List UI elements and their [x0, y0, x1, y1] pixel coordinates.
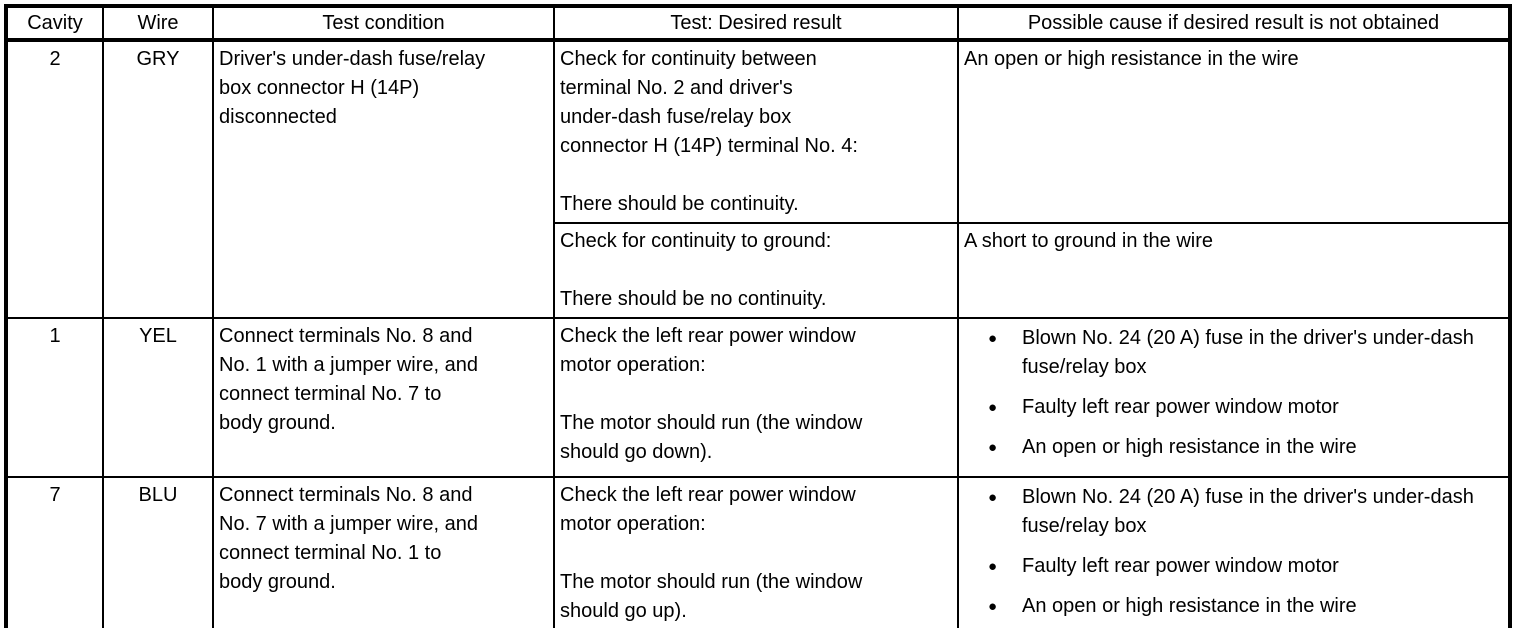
column-header-cavity: Cavity [5, 5, 104, 42]
test-condition-text: Connect terminals No. 8 and No. 7 with a… [219, 484, 479, 593]
desired-result-text: Check the left rear power window motor o… [560, 484, 863, 622]
desired-result-text: Check the left rear power window motor o… [560, 325, 863, 463]
bullet-icon: ● [988, 489, 998, 506]
desired-result-cell: Check for continuity between terminal No… [553, 39, 959, 224]
wire-cell: YEL [102, 317, 214, 478]
possible-cause-text: A short to ground in the wire [964, 230, 1214, 252]
wire-cell: BLU [102, 476, 214, 628]
test-condition-cell: Connect terminals No. 8 and No. 1 with a… [212, 317, 555, 478]
desired-result-cell: Check the left rear power window motor o… [553, 476, 959, 628]
desired-result-cell: Check for continuity to ground: There sh… [553, 222, 959, 319]
list-item: ● An open or high resistance in the wire [984, 433, 1503, 462]
possible-cause-list: ● Blown No. 24 (20 A) fuse in the driver… [964, 322, 1503, 462]
list-item: ● Faulty left rear power window motor [984, 393, 1503, 422]
cavity-cell: 1 [5, 317, 104, 478]
desired-result-cell: Check the left rear power window motor o… [553, 317, 959, 478]
header-row: Cavity Wire Test condition Test: Desired… [5, 5, 1511, 42]
possible-cause-text: Blown No. 24 (20 A) fuse in the driver's… [1022, 327, 1474, 378]
test-condition-text: Connect terminals No. 8 and No. 1 with a… [219, 325, 479, 434]
wire-cell: GRY [102, 39, 214, 319]
cavity-cell: 7 [5, 476, 104, 628]
bullet-icon: ● [988, 439, 998, 456]
bullet-icon: ● [988, 558, 998, 575]
possible-cause-text: Faulty left rear power window motor [1022, 555, 1339, 577]
possible-cause-cell: A short to ground in the wire [957, 222, 1511, 319]
possible-cause-text: Blown No. 24 (20 A) fuse in the driver's… [1022, 486, 1474, 537]
column-header-wire: Wire [102, 5, 214, 42]
test-condition-cell: Connect terminals No. 8 and No. 7 with a… [212, 476, 555, 628]
table-row: 1 YEL Connect terminals No. 8 and No. 1 … [5, 317, 1511, 478]
desired-result-text: Check for continuity between terminal No… [560, 48, 858, 215]
table-row: 7 BLU Connect terminals No. 8 and No. 7 … [5, 476, 1511, 628]
possible-cause-text: An open or high resistance in the wire [1022, 595, 1357, 617]
test-condition-cell: Driver's under-dash fuse/relay box conne… [212, 39, 555, 319]
bullet-icon: ● [988, 598, 998, 615]
list-item: ● Faulty left rear power window motor [984, 552, 1503, 581]
column-header-desired-result: Test: Desired result [553, 5, 959, 42]
possible-cause-text: Faulty left rear power window motor [1022, 396, 1339, 418]
possible-cause-text: An open or high resistance in the wire [964, 48, 1299, 70]
possible-cause-list: ● Blown No. 24 (20 A) fuse in the driver… [964, 481, 1503, 621]
possible-cause-cell: An open or high resistance in the wire [957, 39, 1511, 224]
table-row: 2 GRY Driver's under-dash fuse/relay box… [5, 39, 1511, 319]
desired-result-text: Check for continuity to ground: There sh… [560, 230, 832, 310]
bullet-icon: ● [988, 330, 998, 347]
possible-cause-text: An open or high resistance in the wire [1022, 436, 1357, 458]
list-item: ● An open or high resistance in the wire [984, 592, 1503, 621]
column-header-possible-cause: Possible cause if desired result is not … [957, 5, 1511, 42]
table-row: Check for continuity to ground: There sh… [6, 222, 1511, 319]
list-item: ● Blown No. 24 (20 A) fuse in the driver… [984, 483, 1503, 541]
possible-cause-cell: ● Blown No. 24 (20 A) fuse in the driver… [957, 317, 1511, 478]
list-item: ● Blown No. 24 (20 A) fuse in the driver… [984, 324, 1503, 382]
test-condition-text: Driver's under-dash fuse/relay box conne… [219, 48, 486, 128]
possible-cause-cell: ● Blown No. 24 (20 A) fuse in the driver… [957, 476, 1511, 628]
bullet-icon: ● [988, 399, 998, 416]
column-header-test-condition: Test condition [212, 5, 555, 42]
cavity-cell: 2 [5, 39, 104, 319]
diagnostic-table: Cavity Wire Test condition Test: Desired… [4, 4, 1512, 628]
